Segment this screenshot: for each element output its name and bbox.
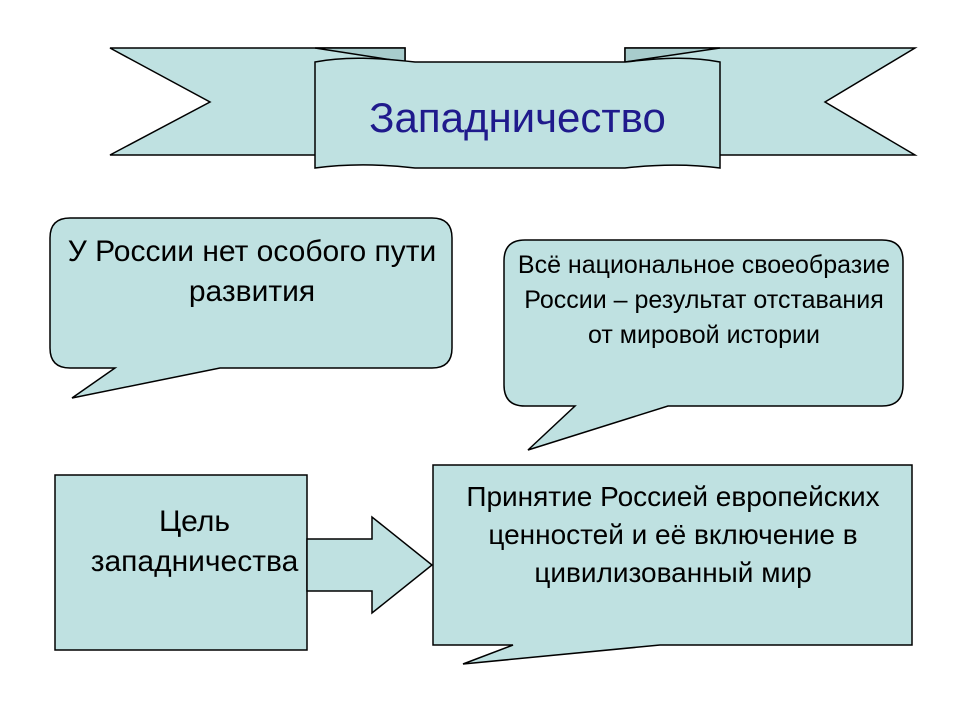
banner-right-fold (624, 47, 721, 63)
goal-box-shape (54, 474, 308, 651)
goal-callout-text: Принятие Россией европейских ценностей и… (466, 481, 880, 588)
title-banner (109, 47, 918, 169)
callout-left-text: У России нет особого пути развития (67, 235, 437, 308)
callout-left-shape (49, 217, 453, 399)
banner-title: Западничество (369, 94, 666, 141)
goal-box-text: Цель западничества (90, 505, 299, 578)
goal-callout-shape (432, 464, 913, 665)
banner-center-panel (314, 57, 721, 169)
right-arrow-icon (306, 515, 434, 615)
callout-right-shape (503, 239, 904, 451)
callout-right-text: Всё национальное своеобразие России – ре… (517, 251, 891, 349)
